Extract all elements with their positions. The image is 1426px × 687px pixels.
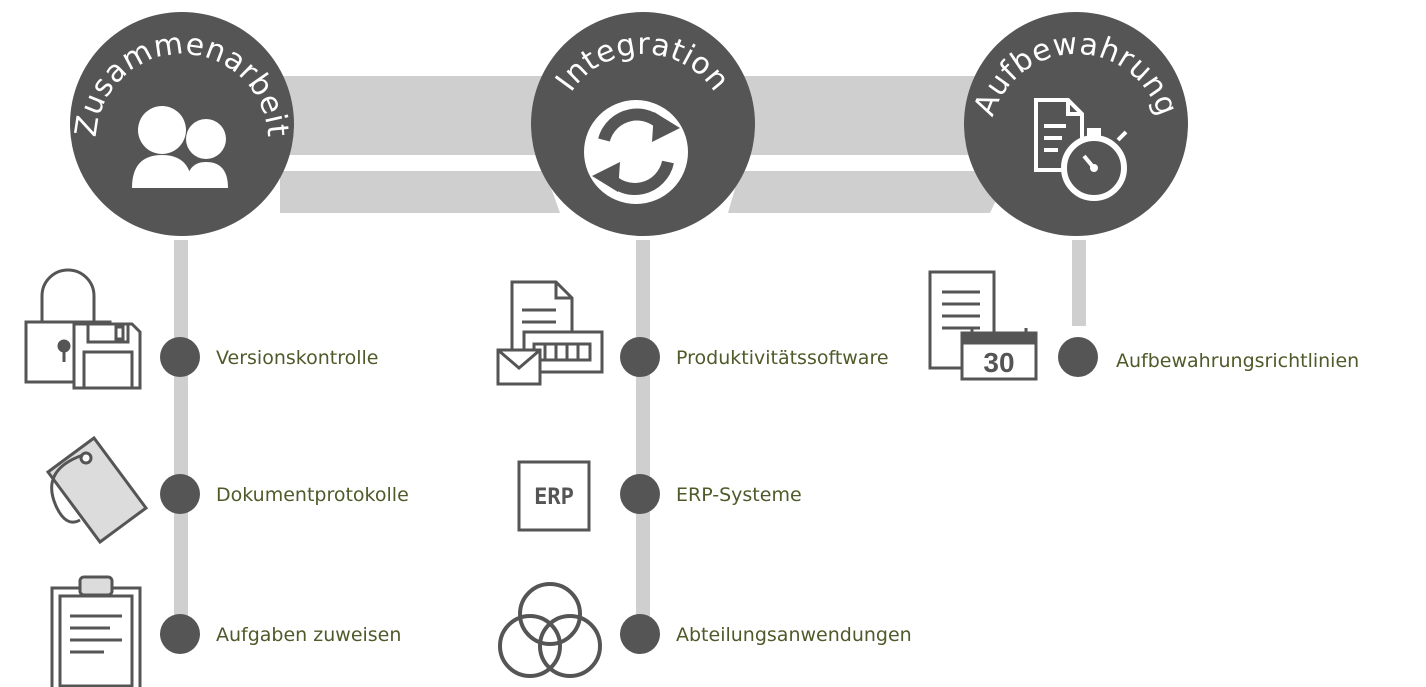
clipboard-icon	[50, 575, 142, 687]
bullet-dots	[160, 337, 1098, 654]
stem-retention	[1072, 240, 1086, 326]
item-label-productivity-software: Produktivitätssoftware	[676, 347, 889, 369]
stem-integration	[636, 240, 650, 630]
stem-collaboration	[174, 240, 188, 630]
lock-floppy-disk-icon	[24, 268, 142, 390]
bullet-dot	[160, 337, 200, 377]
item-label-version-control: Versionskontrolle	[216, 347, 379, 369]
bullet-dot	[160, 474, 200, 514]
bullet-dot	[620, 337, 660, 377]
document-calendar-icon: 30	[928, 270, 1038, 381]
item-label-erp-systems: ERP-Systeme	[676, 484, 802, 506]
item-label-department-applications: Abteilungsanwendungen	[676, 624, 912, 646]
item-label-document-logs: Dokumentprotokolle	[216, 484, 409, 506]
connector-band-bottom-right	[728, 171, 1010, 213]
tag-icon	[45, 435, 149, 545]
bullet-dot	[620, 474, 660, 514]
document-stopwatch-icon	[1034, 98, 1128, 201]
hub-collaboration: Zusammenarbeit	[69, 12, 295, 236]
people-icon	[132, 106, 228, 188]
calendar-day-text: 30	[983, 347, 1014, 378]
erp-box-icon: ERP	[517, 460, 591, 532]
connector-band-top-left	[280, 76, 560, 155]
document-mail-keyboard-icon	[496, 280, 604, 386]
hub-integration: Integration	[531, 12, 755, 236]
bullet-dot	[160, 614, 200, 654]
bullet-dot	[1058, 337, 1098, 377]
erp-icon-text: ERP	[534, 485, 574, 510]
connector-band-bottom-left	[280, 171, 560, 213]
venn-circles-icon	[498, 582, 602, 678]
item-label-retention-policies: Aufbewahrungsrichtlinien	[1116, 350, 1360, 372]
hub-connectors	[280, 76, 1010, 213]
sync-arrows-icon	[584, 100, 688, 204]
connector-band-top-right	[728, 76, 1010, 155]
item-label-assign-tasks: Aufgaben zuweisen	[216, 624, 402, 646]
bullet-dot	[620, 614, 660, 654]
hub-retention: Aufbewahrung	[964, 12, 1188, 236]
